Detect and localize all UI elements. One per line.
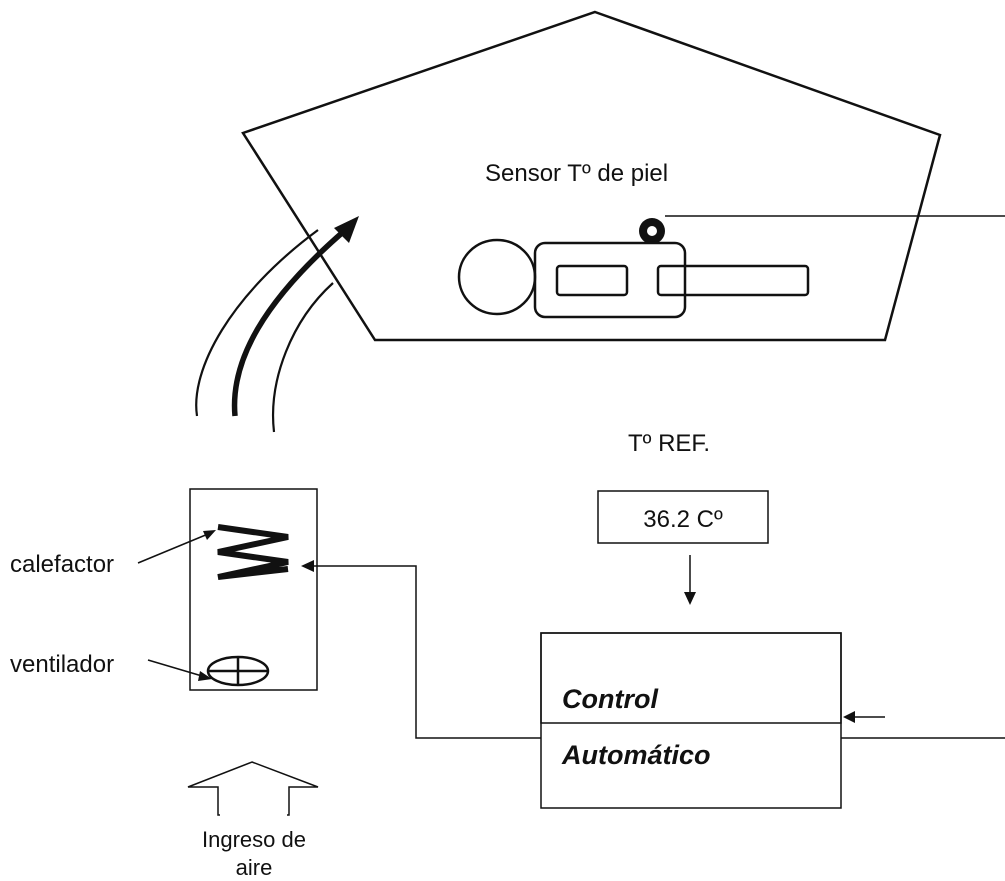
control-to-heater-line xyxy=(314,565,541,739)
heater-pointer-arrowhead-icon xyxy=(203,530,216,540)
control-label-line1: Control xyxy=(562,684,658,714)
fan-pointer-arrowhead-icon xyxy=(198,671,212,681)
air-intake-label-line2: aire xyxy=(236,855,273,880)
airflow-inner-curve xyxy=(272,282,334,433)
fan-label: ventilador xyxy=(10,651,114,678)
automatic-control-box-lower xyxy=(540,632,842,809)
baby-leg xyxy=(656,264,810,297)
airflow-arrowhead-icon xyxy=(334,216,359,243)
setpoint-arrowhead-icon xyxy=(684,592,696,605)
incubator-hood xyxy=(241,10,942,342)
skin-sensor-center xyxy=(647,226,657,236)
airflow-center-curve xyxy=(231,229,345,417)
control-to-heater-arrowhead-icon xyxy=(301,560,314,572)
heater-label: calefactor xyxy=(10,551,114,578)
baby-head xyxy=(457,238,537,316)
baby-body xyxy=(533,241,687,319)
heater-coil-icon xyxy=(217,524,289,580)
control-label-line2: Automático xyxy=(561,740,711,770)
airflow-outer-curve xyxy=(195,229,319,417)
heater-pointer xyxy=(137,533,209,564)
fan-pointer xyxy=(147,659,203,677)
setpoint-value: 36.2 Cº xyxy=(643,506,723,533)
air-intake-label-line1: Ingreso de xyxy=(202,827,306,852)
feedback-arrowhead-icon xyxy=(843,711,855,723)
heater-fan-unit xyxy=(189,488,318,691)
setpoint-box xyxy=(597,490,769,544)
tref-label: Tº REF. xyxy=(628,430,710,457)
sensor-label: Sensor Tº de piel xyxy=(485,160,668,187)
air-intake-gap-cover xyxy=(220,788,287,818)
baby-arm xyxy=(555,264,629,297)
